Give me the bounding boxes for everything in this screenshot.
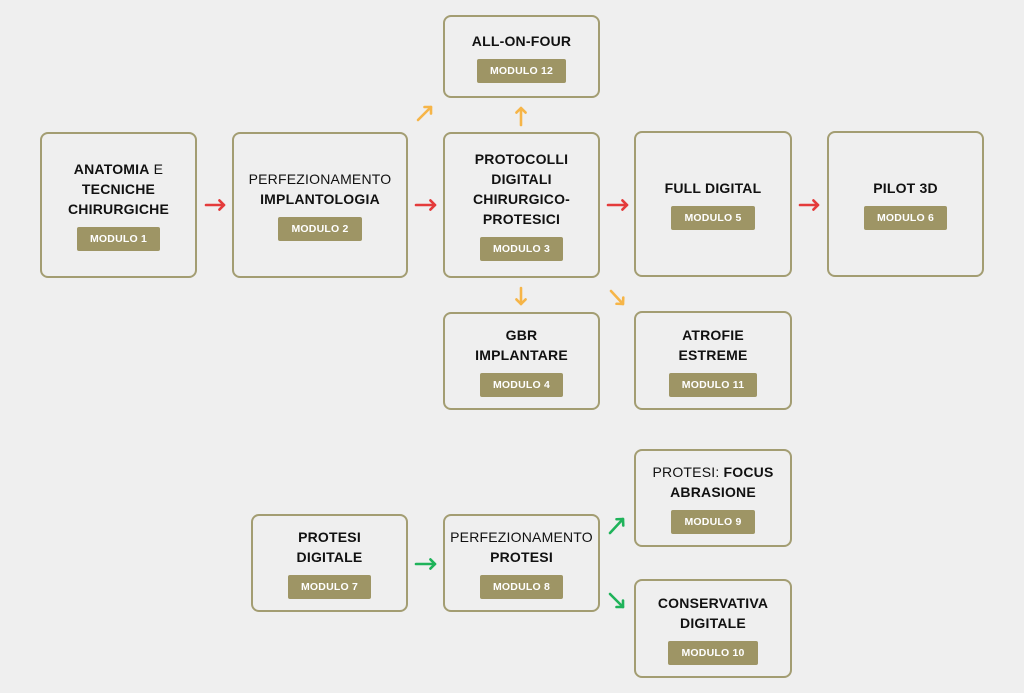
node-title: PERFEZIONAMENTO IMPLANTOLOGIA [241,169,400,209]
node-title-part: ESTREME [678,346,748,363]
node-title-part: PROTESICI [482,211,561,227]
node-title-part: PERFEZIONAMENTO [450,529,593,545]
node-protocolli-digitali: PROTOCOLLI DIGITALI CHIRURGICO- PROTESICI MO… [443,132,600,278]
node-title: PILOT 3D [865,178,946,198]
node-protesi-focus-abrasione: PROTESI: FOCUS ABRASIONE MODULO 9 [634,449,792,547]
module-badge: MODULO 12 [476,58,567,83]
arrow-protocolli-digitali-to-gbr-implantare [515,286,527,306]
arrow-perfezionamento-implantologia-to-protocolli-digitali [414,199,437,211]
arrow-protocolli-digitali-to-all-on-four [515,106,527,127]
node-title: PROTESI DIGITALE [289,527,371,567]
arrow-full-digital-to-pilot-3d [798,199,820,211]
node-title: PROTESI: FOCUS ABRASIONE [644,462,781,502]
arrow-perfezionamento-implantologia-to-all-on-four [416,105,433,122]
node-perfezionamento-protesi: PERFEZIONAMENTO PROTESI MODULO 8 [443,514,600,612]
node-title-part: CHIRURGICO- [472,191,571,207]
node-conservativa-digitale: CONSERVATIVA DIGITALE MODULO 10 [634,579,792,678]
module-badge: MODULO 11 [668,372,758,397]
node-title: FULL DIGITAL [657,178,770,198]
arrow-protocolli-digitali-to-atrofie-estreme [609,289,625,306]
node-title-part: ALL-ON-FOUR [471,32,572,49]
node-title-part: GBR [505,327,538,343]
node-title: ALL-ON-FOUR [464,31,579,51]
node-protesi-digitale: PROTESI DIGITALE MODULO 7 [251,514,408,612]
node-title: PERFEZIONAMENTO PROTESI [442,527,601,567]
arrow-perfezionamento-protesi-to-protesi-focus-abrasione [608,517,625,535]
node-all-on-four: ALL-ON-FOUR MODULO 12 [443,15,600,98]
node-title-part: TECNICHE [81,181,156,197]
arrow-protocolli-digitali-to-full-digital [606,199,629,211]
node-title: GBR IMPLANTARE [467,325,576,365]
arrow-protesi-digitale-to-perfezionamento-protesi [414,558,437,570]
module-badge: MODULO 8 [479,575,564,599]
module-badge: MODULO 6 [863,206,948,230]
arrow-perfezionamento-protesi-to-conservativa-digitale [608,592,625,609]
node-title-part: ANATOMIA [73,161,150,177]
module-badge: MODULO 2 [278,217,362,241]
node-title-part: PROTESI [298,529,361,545]
node-title-part: CHIRURGICHE [68,201,169,217]
node-title-part: E [149,161,164,177]
node-title: CONSERVATIVA DIGITALE [650,593,776,633]
module-badge: MODULO 10 [668,640,758,665]
module-badge: MODULO 4 [479,373,564,397]
node-anatomia: ANATOMIA E TECNICHE CHIRURGICHE MODULO 1 [40,132,197,278]
node-title-part: DIGITALE [296,549,363,565]
node-title-part: ABRASIONE [670,484,756,500]
node-title-part: PERFEZIONAMENTO [248,171,392,187]
node-title-part: IMPLANTARE [475,347,568,363]
node-pilot-3d: PILOT 3D MODULO 6 [827,131,984,277]
node-title-part: DIGITALI [491,171,552,187]
module-badge: MODULO 5 [671,206,755,230]
node-title-part: PROTESI [490,549,553,565]
node-full-digital: FULL DIGITAL MODULO 5 [634,131,792,277]
node-title-part: PILOT 3D [873,180,938,196]
node-title-part: CONSERVATIVA [657,594,769,611]
node-title: ATROFIE ESTREME [670,325,755,365]
node-perfezionamento-implantologia: PERFEZIONAMENTO IMPLANTOLOGIA MODULO 2 [232,132,408,278]
node-title-part: FULL DIGITAL [664,180,762,196]
node-title-part: PROTOCOLLI [474,151,569,167]
node-title-part: FOCUS [723,464,774,480]
node-title-part: PROTESI: [652,464,724,480]
node-gbr-implantare: GBR IMPLANTARE MODULO 4 [443,312,600,410]
node-title: PROTOCOLLI DIGITALI CHIRURGICO- PROTESICI [465,149,578,229]
module-badge: MODULO 1 [76,227,161,251]
module-badge: MODULO 9 [671,510,755,534]
arrow-anatomia-to-perfezionamento-implantologia [204,199,226,211]
node-title: ANATOMIA E TECNICHE CHIRURGICHE [60,159,177,219]
module-badge: MODULO 7 [287,575,372,599]
module-badge: MODULO 3 [479,237,564,261]
node-title-part: IMPLANTOLOGIA [260,191,380,207]
node-title-part: DIGITALE [680,614,746,631]
node-atrofie-estreme: ATROFIE ESTREME MODULO 11 [634,311,792,410]
node-title-part: ATROFIE [682,326,744,343]
